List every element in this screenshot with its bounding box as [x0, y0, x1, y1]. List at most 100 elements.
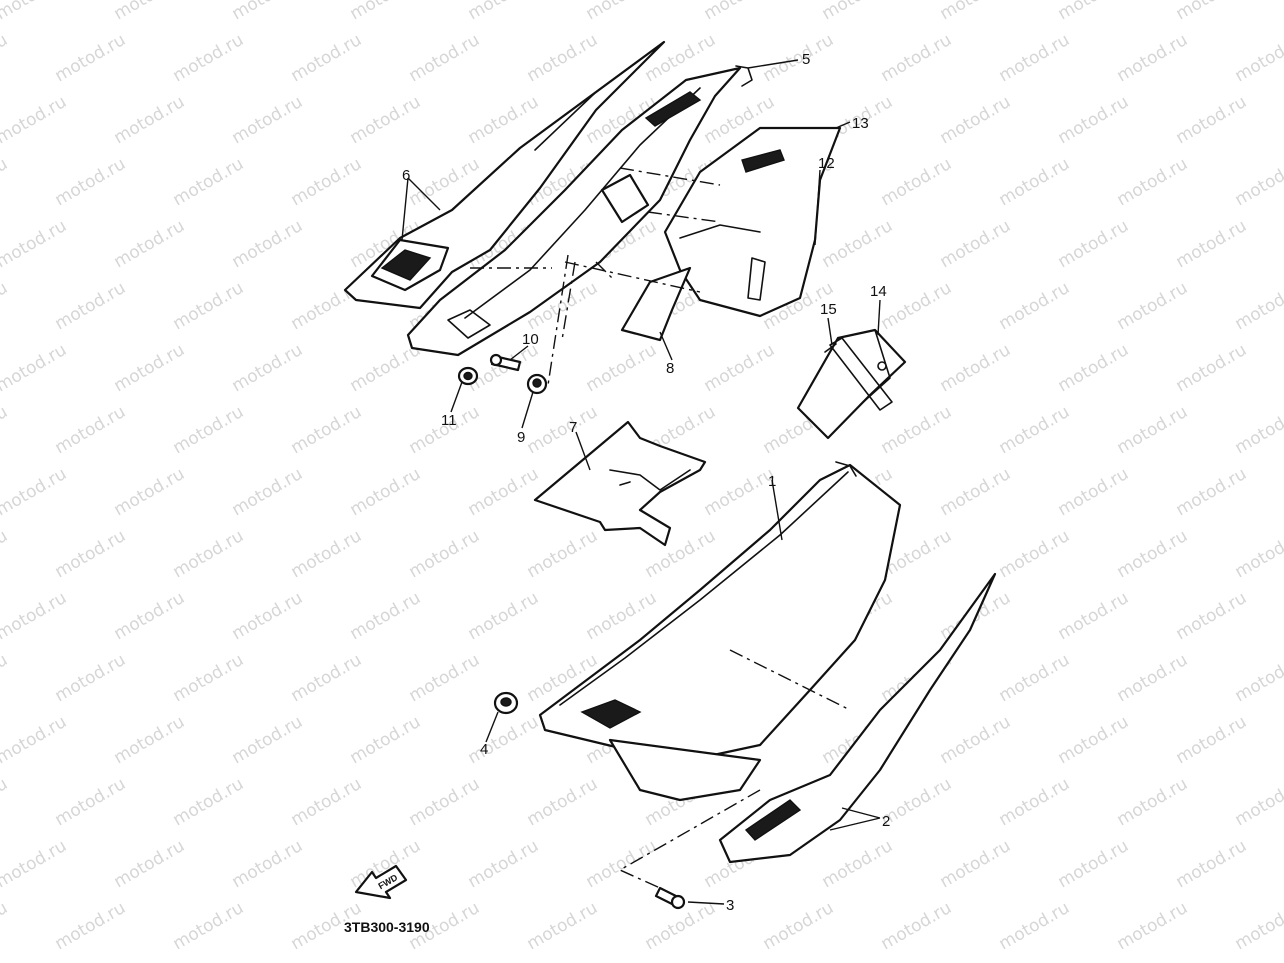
callout-7: 7 [569, 419, 577, 436]
watermark-text: motod.ru [170, 278, 248, 334]
watermark-text: motod.ru [0, 526, 11, 582]
part-5-rear-cowl [406, 65, 753, 357]
watermark-text: motod.ru [701, 340, 779, 396]
drawing-code: 3TB300-3190 [344, 919, 430, 935]
watermark-text: motod.ru [0, 898, 11, 954]
watermark-text: motod.ru [1173, 0, 1251, 24]
watermark-text: motod.ru [0, 154, 11, 210]
watermark-text: motod.ru [1055, 712, 1133, 768]
watermark-text: motod.ru [819, 216, 897, 272]
watermark-text: motod.ru [1173, 712, 1251, 768]
watermark-text: motod.ru [1232, 278, 1284, 334]
watermark-text: motod.ru [760, 30, 838, 86]
callout-13: 13 [852, 115, 869, 132]
watermark-text: motod.ru [406, 30, 484, 86]
watermark-text: motod.ru [583, 0, 661, 24]
watermark-text: motod.ru [406, 402, 484, 458]
watermark-text: motod.ru [0, 278, 11, 334]
part-2-front-side-cover [718, 572, 997, 864]
watermark-text: motod.ru [1055, 588, 1133, 644]
watermark-text: motod.ru [701, 0, 779, 24]
watermark-text: motod.ru [1232, 526, 1284, 582]
watermark-text: motod.ru [111, 92, 189, 148]
watermark-text: motod.ru [1232, 154, 1284, 210]
watermark-text: motod.ru [465, 464, 543, 520]
watermark-text: motod.ru [229, 216, 307, 272]
callout-15: 15 [820, 301, 837, 318]
watermark-text: motod.ru [878, 402, 956, 458]
watermark-text: motod.ru [111, 836, 189, 892]
watermark-text: motod.ru [229, 340, 307, 396]
watermark-text: motod.ru [465, 0, 543, 24]
watermark-text: motod.ru [170, 30, 248, 86]
watermark-text: motod.ru [524, 402, 602, 458]
watermark-text: motod.ru [819, 0, 897, 24]
watermark-text: motod.ru [878, 154, 956, 210]
watermark-text: motod.ru [288, 774, 366, 830]
watermark-text: motod.ru [1173, 340, 1251, 396]
watermark-text: motod.ru [170, 402, 248, 458]
watermark-text: motod.ru [583, 836, 661, 892]
watermark-text: motod.ru [0, 216, 70, 272]
watermark-text: motod.ru [0, 464, 70, 520]
watermark-text: motod.ru [996, 278, 1074, 334]
watermark-text: motod.ru [996, 898, 1074, 954]
watermark-text: motod.ru [465, 712, 543, 768]
watermark-text: motod.ru [0, 30, 11, 86]
watermark-text: motod.ru [0, 650, 11, 706]
watermark-text: motod.ru [1055, 0, 1133, 24]
watermark-text: motod.ru [0, 402, 11, 458]
watermark-text: motod.ru [1114, 402, 1192, 458]
watermark-text: motod.ru [878, 898, 956, 954]
watermark-text: motod.ru [288, 154, 366, 210]
callout-1: 1 [768, 473, 776, 490]
callout-11: 11 [441, 412, 457, 429]
watermark-text: motod.ru [347, 0, 425, 24]
watermark-text: motod.ru [229, 0, 307, 24]
leader-lines [401, 59, 881, 905]
watermark-text: motod.ru [347, 464, 425, 520]
callout-6: 6 [402, 167, 410, 184]
callout-12: 12 [818, 155, 835, 172]
watermark-text: motod.ru [288, 650, 366, 706]
watermark-text: motod.ru [0, 340, 70, 396]
watermark-text: motod.ru [937, 464, 1015, 520]
watermark-text: motod.ru [347, 712, 425, 768]
callout-8: 8 [666, 360, 674, 377]
watermark-text: motod.ru [170, 774, 248, 830]
watermark-text: motod.ru [0, 712, 70, 768]
watermark-text: motod.ru [1055, 464, 1133, 520]
watermark-text: motod.ru [0, 0, 70, 24]
watermark-text: motod.ru [347, 92, 425, 148]
part-4-damper [493, 691, 519, 715]
watermark-text: motod.ru [0, 774, 11, 830]
watermark-text: motod.ru [524, 526, 602, 582]
watermark-text: motod.ru [937, 0, 1015, 24]
watermark-text: motod.ru [406, 526, 484, 582]
watermark-text: motod.ru [819, 836, 897, 892]
watermark-text: motod.ru [170, 526, 248, 582]
watermark-text: motod.ru [1173, 464, 1251, 520]
watermark-text: motod.ru [406, 774, 484, 830]
forward-arrow-icon: FWD [354, 864, 408, 900]
watermark-text: motod.ru [170, 154, 248, 210]
watermark-text: motod.ru [996, 526, 1074, 582]
watermark-text: motod.ru [52, 402, 130, 458]
watermark-text: motod.ru [878, 278, 956, 334]
watermark-text: motod.ru [760, 898, 838, 954]
watermark-text: motod.ru [996, 154, 1074, 210]
part-15-band [824, 337, 893, 411]
watermark-text: motod.ru [1114, 774, 1192, 830]
watermark-text: motod.ru [111, 216, 189, 272]
watermark-text: motod.ru [937, 92, 1015, 148]
watermark-text: motod.ru [288, 526, 366, 582]
watermark-text: motod.ru [937, 216, 1015, 272]
watermark-text: motod.ru [524, 774, 602, 830]
watermark-text: motod.ru [111, 464, 189, 520]
watermark-text: motod.ru [52, 650, 130, 706]
callout-2: 2 [882, 813, 890, 830]
watermark-text: motod.ru [288, 402, 366, 458]
watermark-text: motod.ru [1232, 898, 1284, 954]
watermark-text: motod.ru [229, 92, 307, 148]
